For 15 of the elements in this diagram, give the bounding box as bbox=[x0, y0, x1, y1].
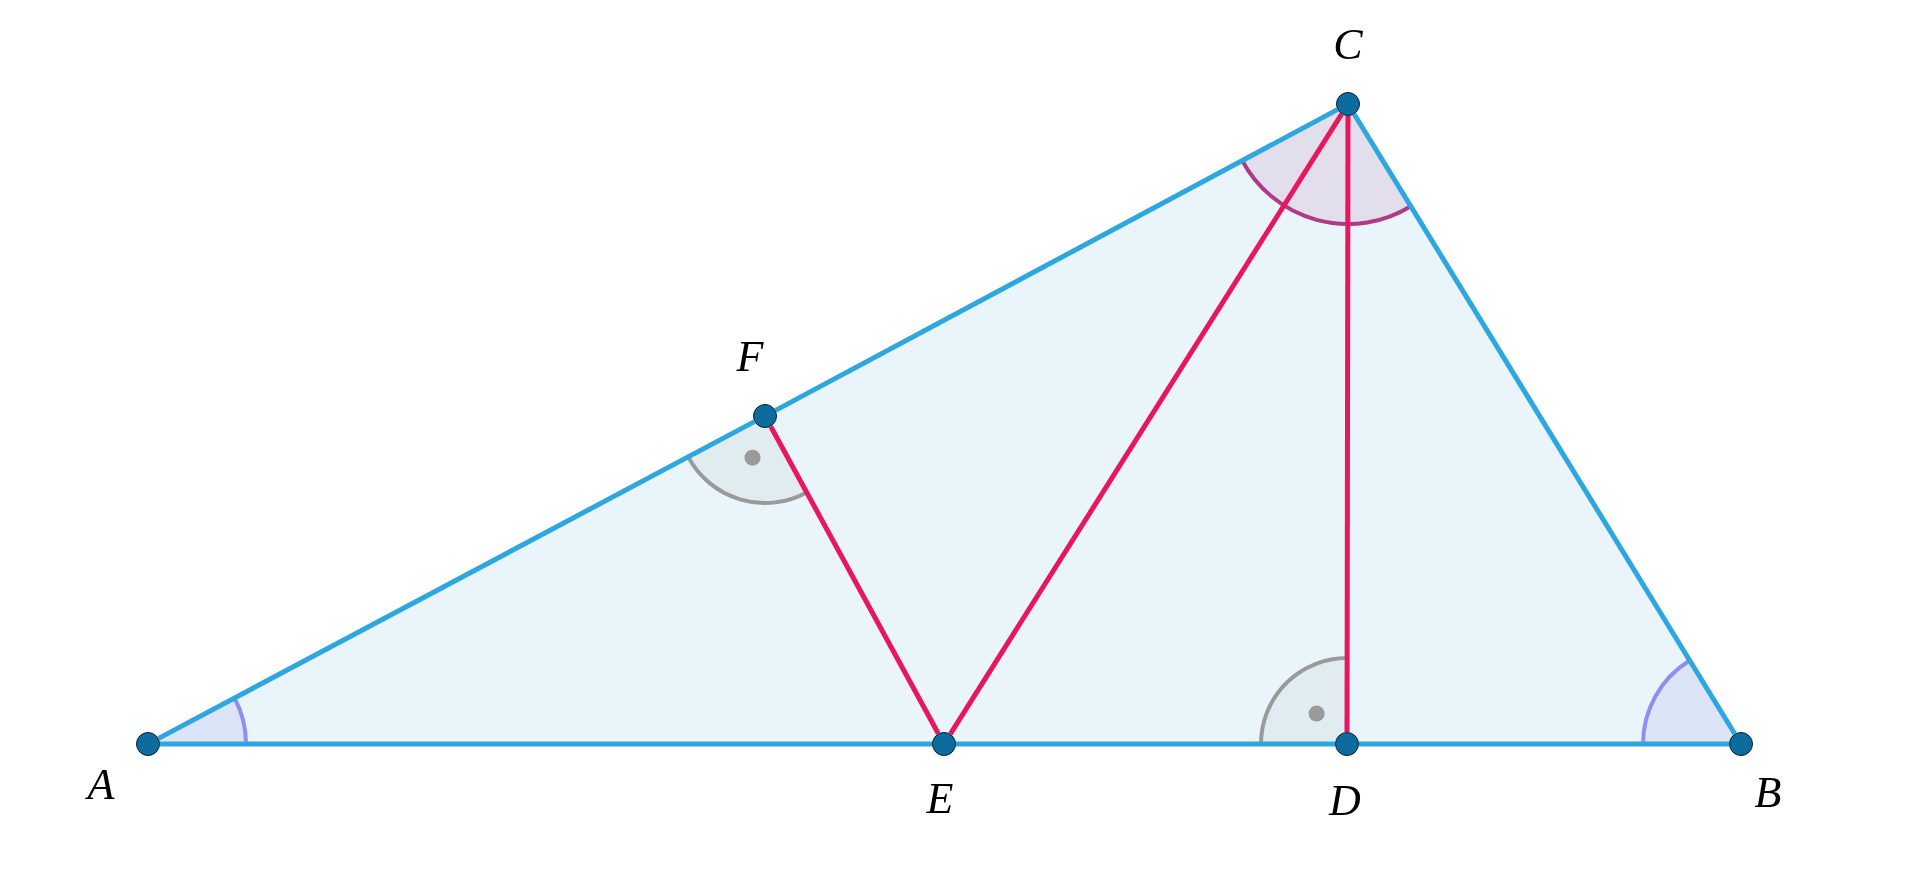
point-label: A bbox=[87, 763, 115, 807]
line-segment bbox=[768, 425, 941, 735]
line-segment bbox=[160, 741, 932, 747]
line-segment bbox=[1359, 741, 1729, 747]
line-segment bbox=[948, 112, 1344, 736]
point-label: B bbox=[1754, 771, 1782, 815]
line-segment bbox=[956, 741, 1335, 747]
point-label: C bbox=[1333, 23, 1363, 67]
line-segment bbox=[774, 107, 1339, 413]
point-label: F bbox=[736, 335, 764, 379]
point-label: E bbox=[926, 777, 954, 821]
line-segment bbox=[1352, 112, 1737, 736]
line-segment bbox=[157, 419, 756, 741]
line-segment bbox=[1344, 116, 1351, 732]
point-label: D bbox=[1329, 779, 1361, 823]
